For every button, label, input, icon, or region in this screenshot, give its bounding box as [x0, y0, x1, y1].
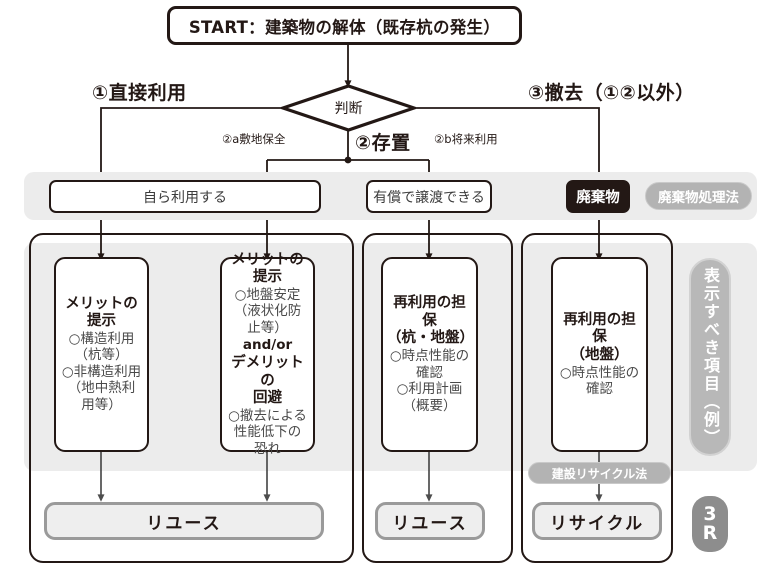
side-label-display-items: 表示すべき項目（例） [689, 258, 731, 456]
card-line: ○時点性能の [389, 348, 470, 365]
group-transfer [362, 233, 513, 563]
card-subheading: （地盤） [570, 346, 629, 363]
card-line: ○時点性能の [559, 364, 640, 381]
card-line: 恐れ [254, 440, 281, 457]
card-line: ○利用計画 [396, 381, 463, 398]
card-heading: メリットの [231, 251, 304, 268]
law-pill-construction-recycling-act: 建設リサイクル法 [528, 462, 671, 484]
choice-box-waste[interactable]: 廃棄物 [566, 180, 630, 213]
start-label: START：建築物の解体（既存杭の発生） [188, 17, 501, 37]
group-waste [521, 233, 673, 563]
card-subheading: 提示 [253, 269, 282, 286]
card-line: （杭等） [74, 347, 129, 364]
card-line: ○非構造利用 [61, 363, 142, 380]
card-line: 止等） [247, 319, 288, 336]
route-label-future-use: ②b将来利用 [434, 132, 498, 146]
card-line: 確認 [416, 364, 443, 381]
card-line: ○構造利用 [68, 331, 135, 348]
result-label: リユース [146, 513, 222, 534]
route-label-removal: ③撤去（①②以外） [528, 82, 695, 104]
choice-box-self-use[interactable]: 自ら利用する [49, 180, 321, 213]
badge-line-1: 3 [703, 502, 717, 525]
result-label: リユース [392, 513, 468, 534]
badge-line-2: R [702, 522, 718, 544]
detail-card-structural-use: メリットの 提示 ○構造利用 （杭等） ○非構造利用 （地中熱利 用等） [54, 257, 149, 452]
detail-card-reuse-assurance-pile-ground: 再利用の担保 （杭・地盤） ○時点性能の 確認 ○利用計画 （概要） [381, 257, 478, 452]
result-pill-reuse-2: リユース [375, 502, 485, 540]
card-line: 性能低下の [233, 424, 302, 441]
card-line: ○地盤安定 [234, 287, 301, 304]
group-direct-use [29, 233, 354, 563]
choice-label-waste: 廃棄物 [576, 190, 620, 206]
decision-label: 判断 [334, 101, 363, 117]
law-pill-waste-management-act: 廃棄物処理法 [645, 182, 752, 210]
law-label-construction-recycling-act: 建設リサイクル法 [551, 466, 648, 481]
detail-card-ground-stability: メリットの 提示 ○地盤安定 （液状化防 止等） and/or デメリットの 回… [220, 252, 315, 457]
badge-3r: 3 R [692, 496, 728, 552]
card-heading-2: デメリットの [231, 354, 304, 389]
card-line: （概要） [402, 397, 457, 414]
card-heading: メリットの [65, 295, 138, 312]
card-heading: 再利用の担保 [563, 311, 636, 346]
card-subheading-2: 回避 [253, 390, 282, 407]
card-line: （地中熱利 [67, 380, 136, 397]
choice-label-self-use: 自ら利用する [143, 189, 227, 206]
side-label-text: 表示すべき項目（例） [701, 267, 720, 447]
result-pill-reuse-1: リユース [44, 502, 324, 540]
choice-box-paid-transfer[interactable]: 有償で譲渡できる [366, 180, 492, 213]
result-pill-recycle: リサイクル [532, 502, 662, 540]
start-box: START：建築物の解体（既存杭の発生） [167, 6, 522, 45]
route-label-site-preservation: ②a敷地保全 [222, 132, 286, 146]
choice-label-paid-transfer: 有償で譲渡できる [373, 189, 485, 206]
route-label-retain: ②存置 [355, 132, 411, 154]
card-line: 用等） [81, 396, 122, 413]
card-line: ○撤去による [228, 407, 307, 424]
card-subheading: （杭・地盤） [387, 330, 474, 347]
card-line: 確認 [586, 381, 613, 398]
card-line: （液状化防 [233, 303, 302, 320]
card-heading: 再利用の担保 [393, 295, 466, 329]
result-label: リサイクル [549, 513, 645, 534]
card-subheading: 提示 [87, 313, 116, 330]
route-label-direct-use: ①直接利用 [92, 82, 187, 104]
card-andor: and/or [242, 337, 293, 354]
detail-card-reuse-assurance-ground: 再利用の担保 （地盤） ○時点性能の 確認 [551, 257, 648, 452]
law-label-waste-management-act: 廃棄物処理法 [658, 190, 739, 206]
decision-diamond: 判断 [281, 84, 416, 132]
